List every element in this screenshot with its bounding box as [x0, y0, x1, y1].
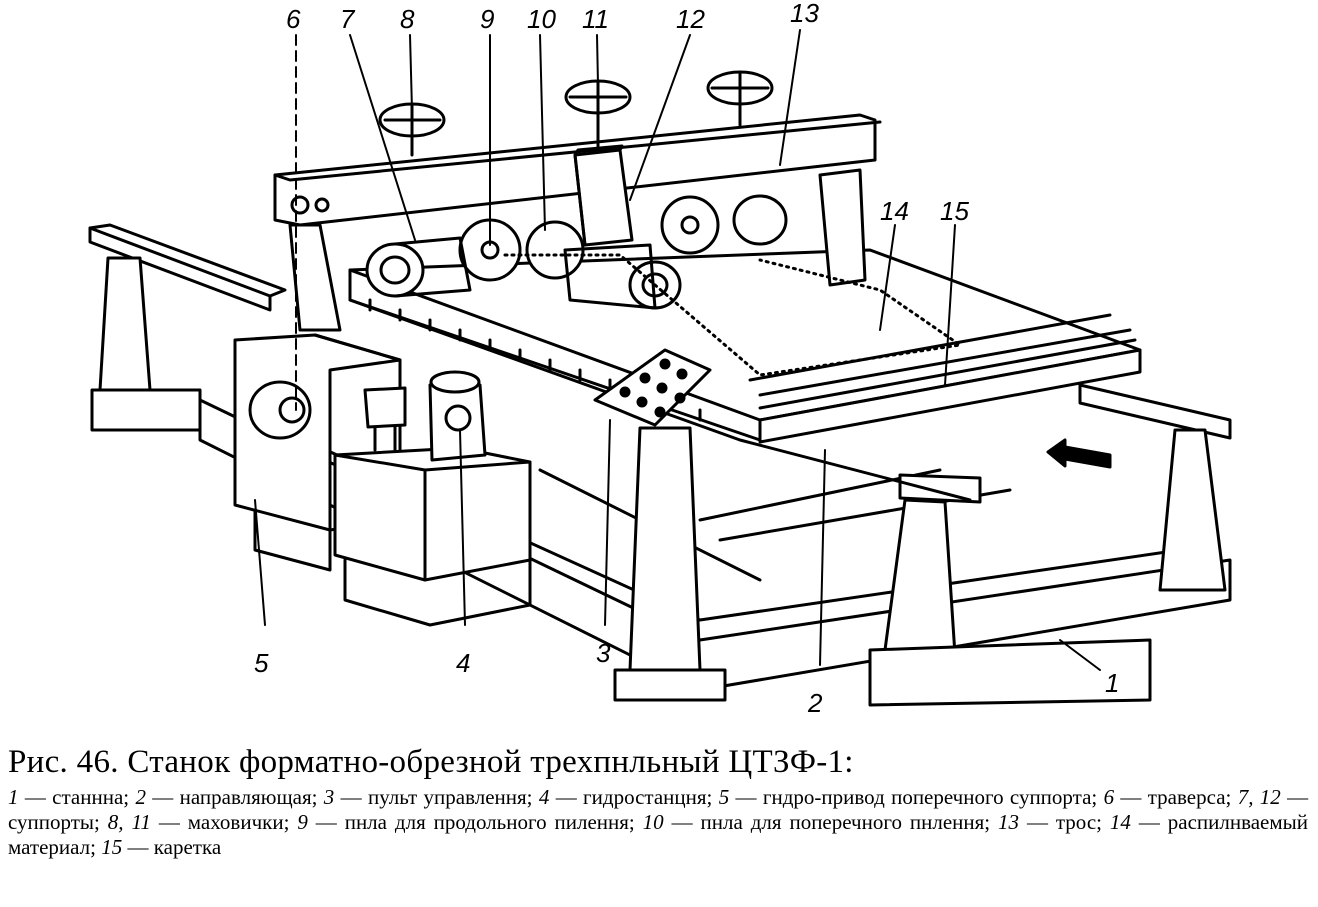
legend-text: пнла для продольного пилення;	[344, 810, 635, 834]
callout-12: 12	[676, 4, 705, 34]
callout-2: 2	[807, 688, 823, 718]
callout-6: 6	[286, 4, 301, 34]
legend-number: 6	[1103, 785, 1115, 809]
legend-number: 4	[538, 785, 550, 809]
callout-9: 9	[480, 4, 494, 34]
legend-text: трос;	[1055, 810, 1102, 834]
callout-4: 4	[456, 648, 470, 678]
callout-7: 7	[340, 4, 356, 34]
legend-text: пульт управлення;	[367, 785, 533, 809]
callout-5: 5	[254, 648, 269, 678]
legend-number: 1	[8, 785, 19, 809]
callout-15: 15	[940, 196, 969, 226]
legend-number: 7, 12	[1237, 785, 1281, 809]
legend-text: пнла для поперечного пнлення;	[700, 810, 991, 834]
legend-text: траверса;	[1147, 785, 1232, 809]
callout-10: 10	[527, 4, 556, 34]
legend-text: каретка	[153, 835, 222, 859]
callout-14: 14	[880, 196, 909, 226]
machine-illustration: 6 7 8 9 10 11 12 13 14 15 5 4 3 2 1	[88, 0, 1232, 718]
legend-number: 5	[718, 785, 730, 809]
callout-8: 8	[400, 4, 415, 34]
legend-number: 10	[642, 810, 664, 834]
legend-text: маховички;	[187, 810, 290, 834]
callout-1: 1	[1105, 668, 1119, 698]
legend-number: 3	[323, 785, 335, 809]
callout-3: 3	[596, 638, 611, 668]
caption-legend: 1 — станнна; 2 — направляющая; 3 — пульт…	[8, 785, 1309, 859]
legend-number: 2	[135, 785, 146, 809]
legend-number: 8, 11	[107, 810, 151, 834]
legend-text: гидростанцня;	[583, 785, 713, 809]
figure-caption: Рис. 46. Станок форматно-обрезной трехпн…	[8, 744, 1308, 860]
legend-text: станнна;	[52, 785, 130, 809]
legend-number: 15	[101, 835, 123, 859]
legend-text: направляющая;	[179, 785, 318, 809]
callout-11: 11	[582, 4, 609, 34]
legend-number: 14	[1109, 810, 1131, 834]
legend-text: распилнваемый материал;	[8, 810, 1309, 859]
legend-number: 9	[297, 810, 308, 834]
legend-text: суппорты;	[8, 810, 100, 834]
caption-title: Рис. 46. Станок форматно-обрезной трехпн…	[8, 744, 854, 780]
legend-text: гндро-привод поперечного суппорта;	[762, 785, 1098, 809]
callout-13: 13	[790, 0, 819, 28]
legend-number: 13	[998, 810, 1020, 834]
